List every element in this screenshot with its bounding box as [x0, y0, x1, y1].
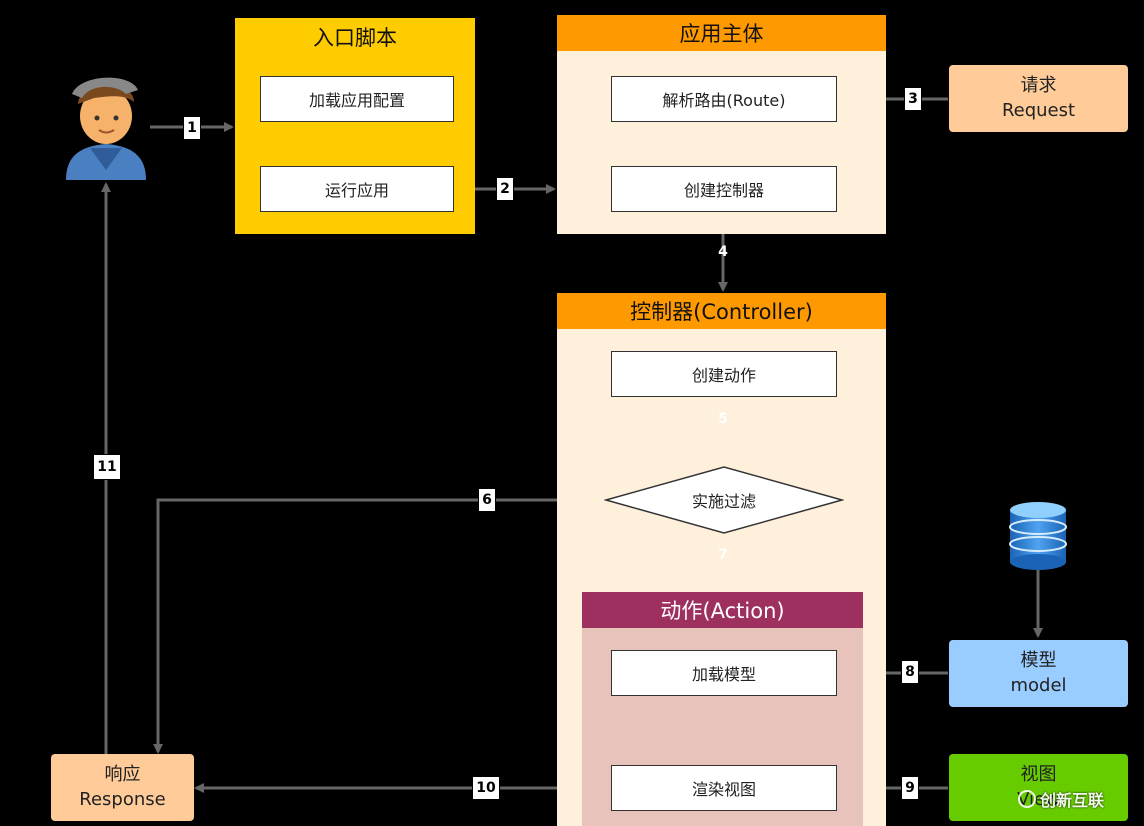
- model-box: 模型 model: [949, 640, 1128, 707]
- step-6-label: 6: [478, 488, 496, 512]
- entry-script-title: 入口脚本: [313, 26, 397, 50]
- step-1-label: 1: [183, 116, 201, 140]
- action-title: 动作(Action): [582, 592, 863, 628]
- run-app-box: 运行应用: [260, 166, 454, 212]
- arrow-6: [153, 498, 606, 754]
- watermark-icon: [1018, 790, 1036, 808]
- step-3-label: 3: [904, 87, 922, 111]
- watermark-text: 创新互联: [1040, 791, 1105, 810]
- response-label-cn: 响应: [104, 764, 141, 786]
- request-label-en: Request: [1001, 99, 1076, 121]
- view-label-cn: 视图: [1020, 764, 1057, 786]
- view-box: 视图 View: [949, 754, 1128, 821]
- render-view-box: 渲染视图: [611, 765, 837, 811]
- watermark-logo: 创新互联: [1018, 784, 1142, 814]
- step-5-label: 5: [718, 411, 728, 427]
- create-action-box: 创建动作: [611, 351, 837, 397]
- step-9-label: 9: [901, 776, 919, 800]
- load-model-box: 加载模型: [611, 650, 837, 696]
- filter-diamond: [604, 466, 844, 534]
- parse-route-box: 解析路由(Route): [611, 76, 837, 122]
- application-title: 应用主体: [557, 15, 886, 51]
- step-4-label: 4: [718, 244, 728, 260]
- step-11-label: 11: [93, 454, 121, 480]
- filter-label: 实施过滤: [691, 492, 756, 511]
- create-controller-box: 创建控制器: [611, 166, 837, 212]
- response-label-en: Response: [79, 788, 166, 810]
- controller-title: 控制器(Controller): [557, 293, 886, 329]
- model-label-en: model: [1010, 674, 1067, 696]
- database-icon: [1009, 502, 1067, 570]
- step-8-label: 8: [901, 660, 919, 684]
- request-label-cn: 请求: [1020, 75, 1057, 97]
- response-box: 响应 Response: [51, 754, 194, 821]
- step-2-label: 2: [496, 177, 514, 201]
- request-box: 请求 Request: [949, 65, 1128, 132]
- user-icon: [66, 77, 146, 180]
- step-10-label: 10: [472, 776, 500, 800]
- model-label-cn: 模型: [1020, 650, 1057, 672]
- load-config-box: 加载应用配置: [260, 76, 454, 122]
- step-7-label: 7: [718, 547, 728, 563]
